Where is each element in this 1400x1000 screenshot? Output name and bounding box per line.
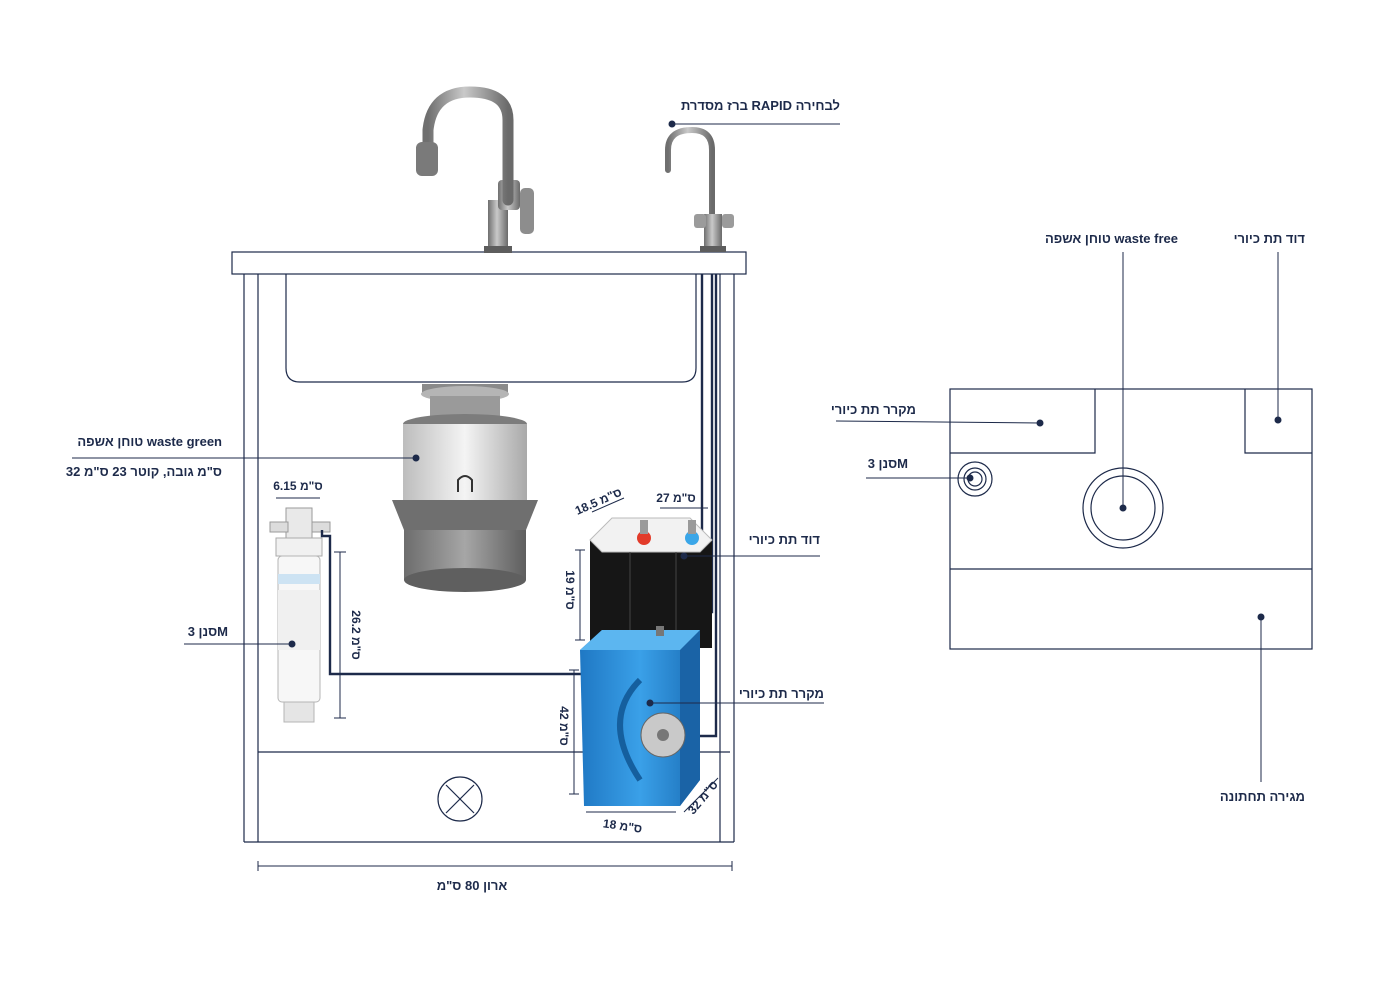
filter-width-dim: 6.15 ס"מ [273,479,322,493]
chiller-return-pipe [700,274,718,738]
filter-height-dim: 26.2 ס"מ [349,610,363,659]
top-boiler-label: דוד תת כיורי [1234,231,1306,246]
faucet-label: ברז מסדרת RAPID לבחירה [681,98,840,113]
top-view-boiler-box [1244,389,1312,454]
filter-pipe [320,530,594,676]
drawer-handle-icon [437,776,483,822]
disposer-label: טוחן אשפה waste green [77,434,222,449]
top-view-filter-icon [957,461,993,497]
right-top-view-diagram: טוחן אשפה waste free דוד תת כיורי מקרר ת… [831,231,1313,804]
cabinet-width-label: ארון 80 ס"מ [437,878,508,893]
countertop [231,251,747,275]
top-filter-label: סנן 3M [868,456,908,471]
disposer-dims: 32 ס"מ גובה, קוטר 23 ס"מ [66,464,222,479]
garbage-disposer-icon [392,384,538,592]
filter-label: סנן 3M [188,624,228,639]
chiller-icon [580,626,700,806]
top-disposer-label: טוחן אשפה waste free [1045,231,1178,246]
top-drawer-label: מגירה תחתונה [1220,789,1305,804]
callout-leaders [72,120,840,707]
sink-basin [285,274,697,383]
boiler-height-dim: 19 ס"מ [563,570,577,609]
chiller-width-dim: 18 ס"מ [602,816,643,835]
dimension-lines [257,497,733,871]
top-view-cabinet [949,388,1313,650]
3m-filter-icon [269,507,331,723]
boiler-width-dim: 27 ס"מ [656,491,695,505]
boiler-icon [589,517,713,648]
top-view-chiller-box [950,389,1096,454]
rapid-faucet-icon [665,126,734,252]
chiller-height-dim: 42 ס"מ [557,706,571,745]
boiler-label: דוד תת כיורי [749,532,821,547]
main-faucet-icon [416,86,534,253]
top-chiller-label: מקרר תת כיורי [831,402,916,417]
chiller-label: מקרר תת כיורי [739,686,824,701]
left-cabinet-diagram: ברז מסדרת RAPID לבחירה טוחן אשפה waste g… [66,86,840,893]
